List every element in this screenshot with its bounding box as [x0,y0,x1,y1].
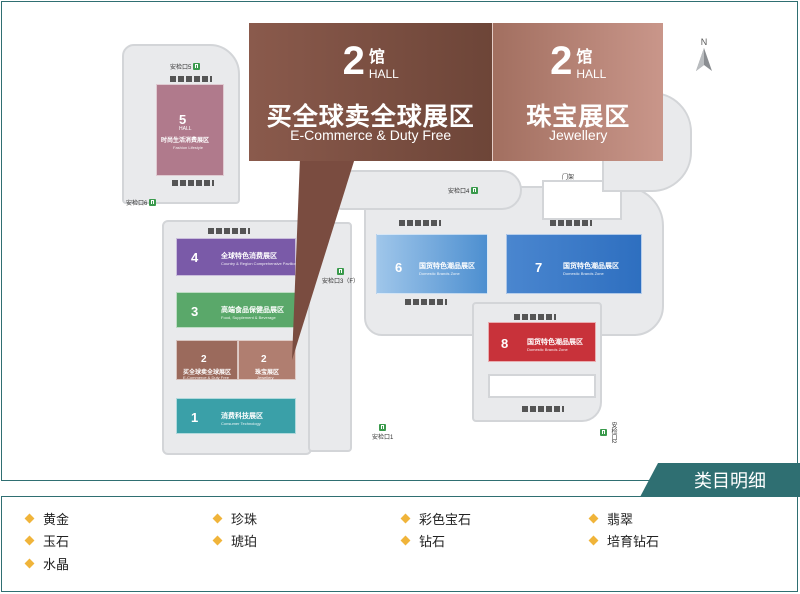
legend-title: 类目明细 [694,471,766,491]
gate-mf: 门架 [562,175,575,181]
diamond-icon [24,513,35,524]
gate-2: 安检口2 [600,422,618,443]
legend-item: 水晶 [24,554,69,573]
hall-2b-name-en: Jewellery [257,375,274,380]
diamond-icon [212,513,223,524]
legend-item: 培育钻石 [588,531,659,550]
callout-left-title: 买全球卖全球展区 [266,103,475,131]
diamond-icon [588,513,599,524]
legend-item: 彩色宝石 [400,509,471,528]
exit-icon [149,199,157,206]
hall-6-name-en: Domestic Brands Zone [419,271,460,276]
diamond-icon [24,535,35,546]
legend-item: 钻石 [400,531,445,550]
hall-2b-number: 2 [261,354,267,365]
hall-8[interactable]: 8 国货特色潮品展区 Domestic Brands Zone [488,322,596,362]
gate-3: 安检口3（F） [322,268,359,285]
hall-8-annex [488,374,596,398]
hall-1-name: 消费科技展区 [221,413,263,420]
gate-4: 安检口4 [448,186,479,195]
hall-5-name-en: Fashion Lifestyle [173,145,204,150]
hall-2a-name: 买全球卖全球展区 [183,370,232,376]
compass-label: N [701,37,708,47]
hall-3-name: 高端食品保健品展区 [221,307,284,314]
door-row [170,76,212,82]
diamond-icon [588,535,599,546]
hall-7[interactable]: 7 国货特色潮品展区 Domestic Brands Zone [506,234,642,294]
callout-right-subtitle: Jewellery [549,127,608,143]
hall-3[interactable]: 3 高端食品保健品展区 Food, Supplement & Beverage [176,292,296,328]
legend-panel: 黄金 珍珠 彩色宝石 翡翠 玉石 琥珀 钻石 培育钻石 水晶 [1,496,798,592]
door-row [405,299,447,305]
legend-item: 琥珀 [212,531,257,550]
hall-3-number: 3 [191,304,199,319]
gate-1: 安检口1 [372,424,393,441]
hall-4-number: 4 [191,250,199,265]
exit-icon [193,63,201,70]
callout-right-title: 珠宝展区 [526,103,631,131]
legend-title-tab: 类目明细 [640,463,800,497]
legend-item: 玉石 [24,531,69,550]
door-row [399,220,441,226]
diamond-icon [400,535,411,546]
hall-7-name-en: Domestic Brands Zone [563,271,604,276]
hall-1-number: 1 [191,410,199,425]
hall-8-name-en: Domestic Brands Zone [527,347,568,352]
diamond-icon [212,535,223,546]
exit-icon [337,268,344,275]
gate-5: 安检口5 [170,62,201,71]
diamond-icon [400,513,411,524]
legend-item: 翡翠 [588,509,633,528]
callout-left-subtitle: E-Commerce & Duty Free [290,127,452,143]
diamond-icon [24,558,35,569]
hall-1-name-en: Consumer Technology [221,421,261,426]
legend-item: 珍珠 [212,509,257,528]
gate-6: 安检口6 [126,198,157,207]
hall-5-name: 时尚生活消费展区 [161,138,210,144]
door-row [514,314,556,320]
hall-6-name: 国货特色潮品展区 [419,263,475,270]
hall-4-name: 全球特色消费展区 [221,253,277,260]
door-row [522,406,564,412]
hall-6-number: 6 [395,260,403,275]
hall-2a-number: 2 [201,354,207,365]
hall-4[interactable]: 4 全球特色消费展区 Country & Region Comprehensiv… [176,238,299,276]
hall-8-number: 8 [501,336,509,351]
hall-8-name: 国货特色潮品展区 [527,339,583,346]
hall-7-name: 国货特色潮品展区 [563,263,619,270]
exit-icon [600,429,607,437]
hall-2-ecommerce[interactable]: 2 买全球卖全球展区 E-Commerce & Duty Free [176,340,238,380]
hall-1[interactable]: 1 消费科技展区 Consumer Technology [176,398,296,434]
exit-icon [379,424,387,431]
door-row [208,228,250,234]
legend-item: 黄金 [24,509,69,528]
exit-icon [471,187,479,194]
door-row [550,220,592,226]
hall-4-name-en: Country & Region Comprehensive Pavilions [221,261,299,266]
hall-2a-name-en: E-Commerce & Duty Free [183,375,230,380]
hall-2b-name: 珠宝展区 [255,370,280,376]
door-row [172,180,214,186]
hall-2-jewellery[interactable]: 2 珠宝展区 Jewellery [238,340,296,380]
hall-3-name-en: Food, Supplement & Beverage [221,315,276,320]
hall-6[interactable]: 6 国货特色潮品展区 Domestic Brands Zone [376,234,488,294]
north-compass-icon: N [696,37,712,71]
hall-7-number: 7 [535,260,543,275]
